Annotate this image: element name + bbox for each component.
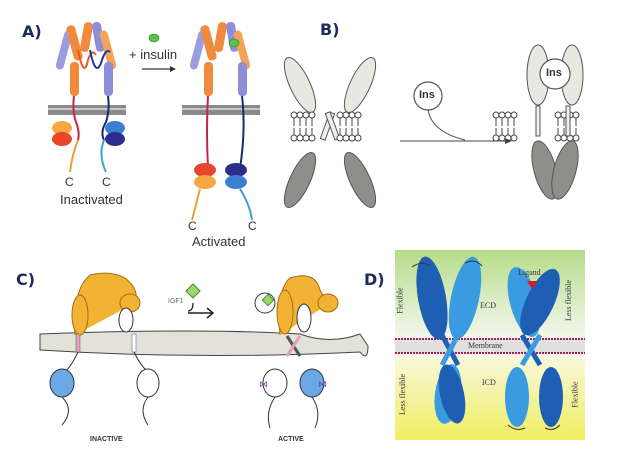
receptor-bound [526, 44, 584, 200]
inactivated-label: Inactivated [60, 192, 123, 207]
receptor-activated [189, 21, 253, 221]
panel-a-label: A) [22, 22, 42, 41]
c-terminus-label: C [102, 175, 111, 189]
icd-label: ICD [482, 378, 496, 387]
ecd-label: ECD [480, 301, 496, 310]
receptor-flexible [416, 256, 482, 424]
insulin-bound [228, 38, 240, 48]
receptor-inactive [49, 272, 160, 426]
c-terminus-label: C [248, 219, 257, 233]
ins-label-bound: Ins [546, 67, 562, 79]
svg-text:⋈: ⋈ [259, 379, 268, 389]
less-flexible-label-bottom: Less flexible [398, 373, 408, 416]
receptor-unbound [283, 56, 377, 209]
membrane-label: Membrane [468, 341, 503, 350]
receptor-active: ⋈ ⋈ [254, 275, 339, 429]
receptor-less-flexible [505, 267, 563, 427]
c-terminus-label: C [65, 175, 74, 189]
igf1-icon [185, 283, 201, 299]
flex-arrows [411, 260, 561, 430]
igf1-label: IGF1 [168, 298, 184, 305]
stimulus-label: + insulin [129, 47, 178, 62]
panel-d-label: D) [364, 270, 385, 289]
active-label: ACTIVE [278, 436, 304, 443]
c-terminus-label: C [188, 219, 197, 233]
cell-membrane [39, 330, 369, 357]
panel-c-label: C) [16, 270, 36, 289]
insulin-icon [148, 33, 160, 43]
ins-label: Ins [419, 89, 435, 101]
ligand-label: Ligand [518, 268, 541, 277]
less-flexible-label-top: Less flexible [564, 279, 574, 322]
inactive-label: INACTIVE [90, 436, 123, 443]
svg-text:⋈: ⋈ [318, 379, 327, 389]
activated-label: Activated [192, 234, 246, 249]
receptor-inactive [52, 21, 125, 173]
flexible-label-bottom: Flexible [570, 381, 580, 408]
flexible-label-top: Flexible [395, 287, 405, 314]
ligand-icon [527, 281, 537, 289]
panel-b-label: B) [320, 20, 340, 39]
lipid-bilayer [290, 111, 580, 142]
